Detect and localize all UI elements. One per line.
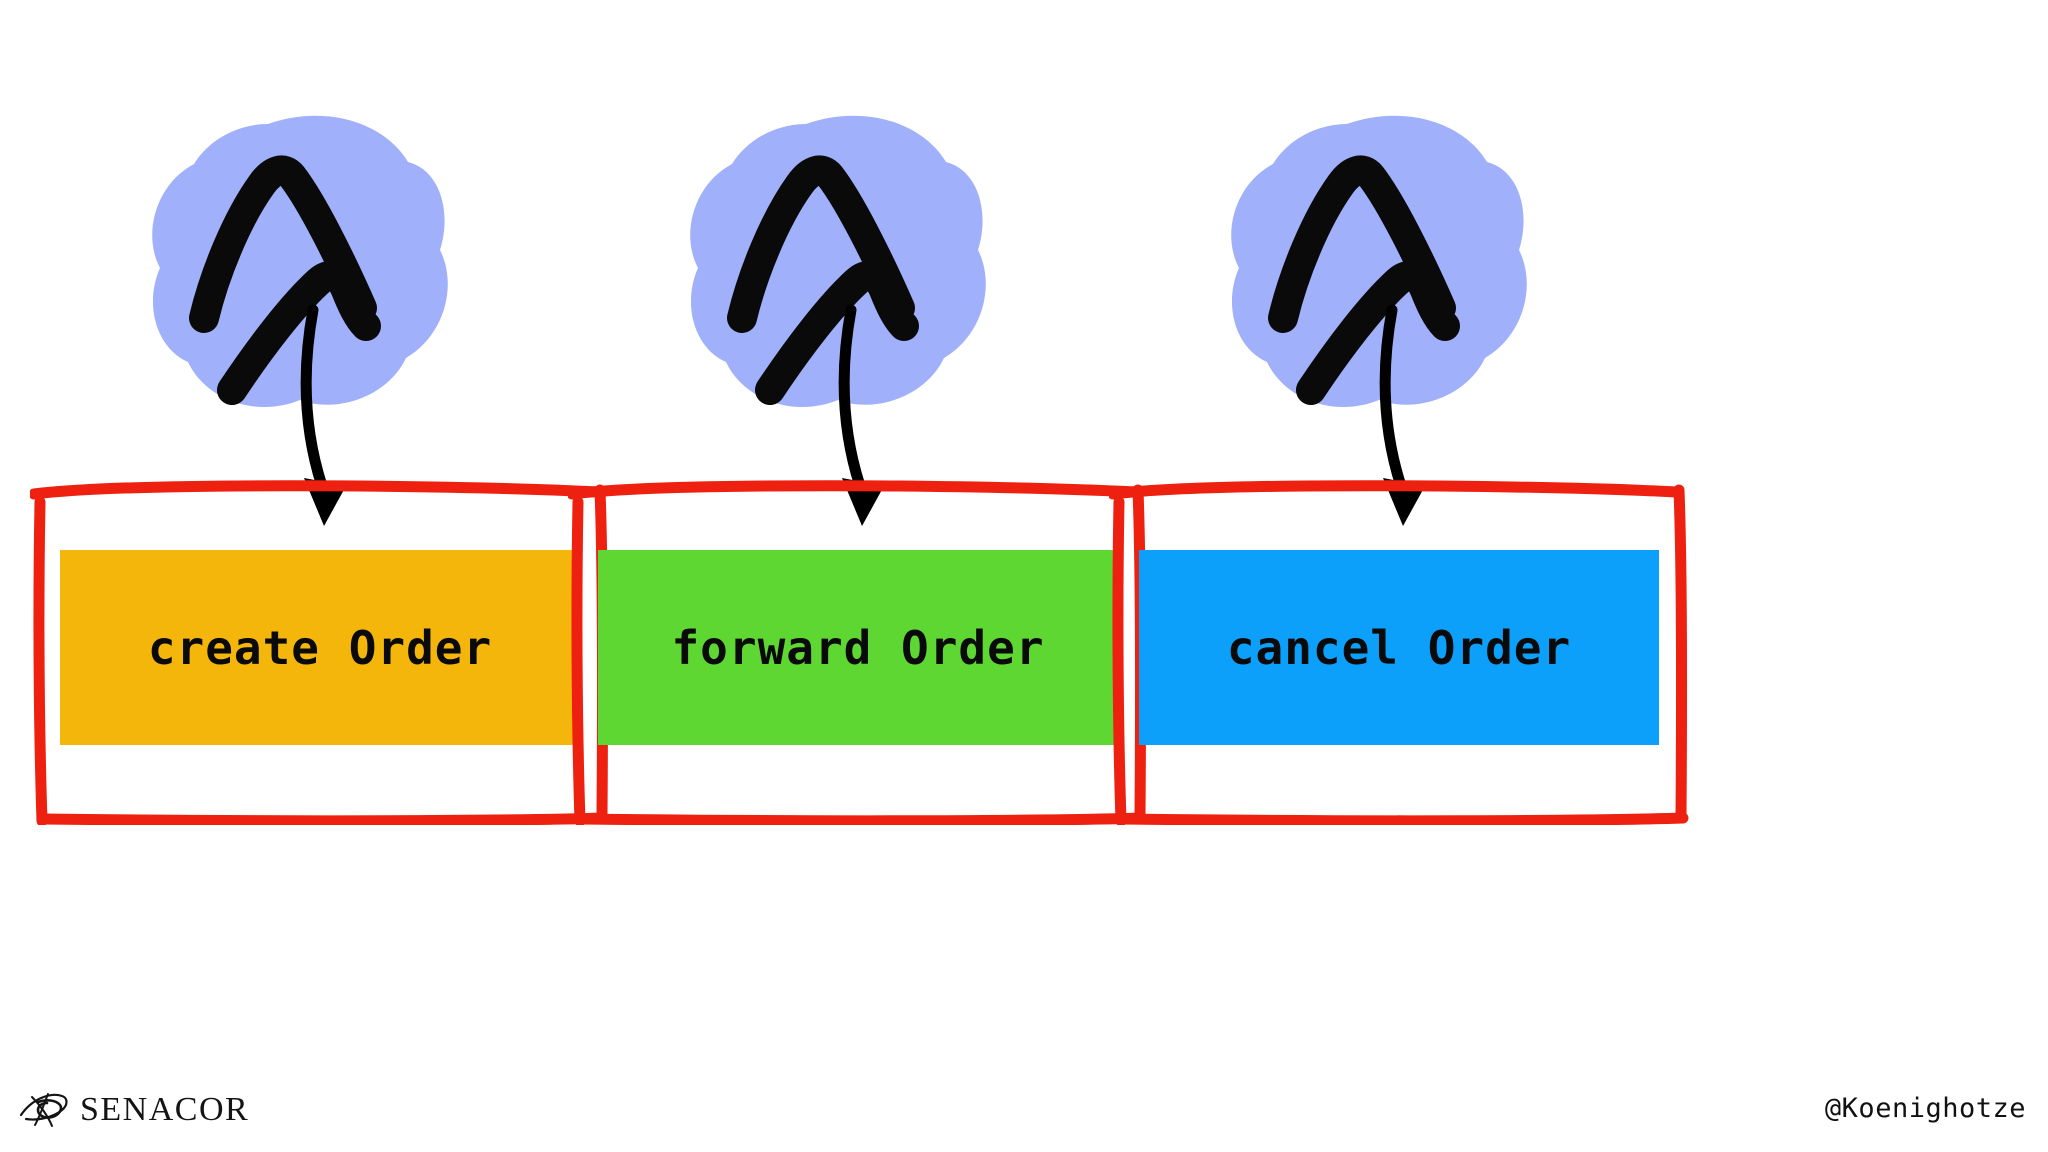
action-label: forward Order [671,620,1045,675]
group-cancel-order: cancel Order [1079,0,1719,880]
lambda-cloud-icon [1219,100,1539,420]
senacor-wordmark: SENACOR [80,1091,250,1128]
action-box-forward-order[interactable]: forward Order [598,550,1118,745]
lambda-cloud-icon [140,100,460,420]
action-label: create Order [147,620,493,675]
author-handle: @Koenighotze [1824,1093,2026,1124]
group-forward-order: forward Order [538,0,1178,880]
senacor-swoosh-icon [18,1088,70,1132]
sketch-frame-red: create Order [30,480,610,825]
lambda-cloud-icon [678,100,998,420]
sketch-frame-red: cancel Order [1109,480,1689,825]
action-box-cancel-order[interactable]: cancel Order [1139,550,1659,745]
senacor-logo: SENACOR [18,1088,249,1132]
sketch-frame-red: forward Order [568,480,1148,825]
action-box-create-order[interactable]: create Order [60,550,580,745]
action-label: cancel Order [1226,620,1572,675]
